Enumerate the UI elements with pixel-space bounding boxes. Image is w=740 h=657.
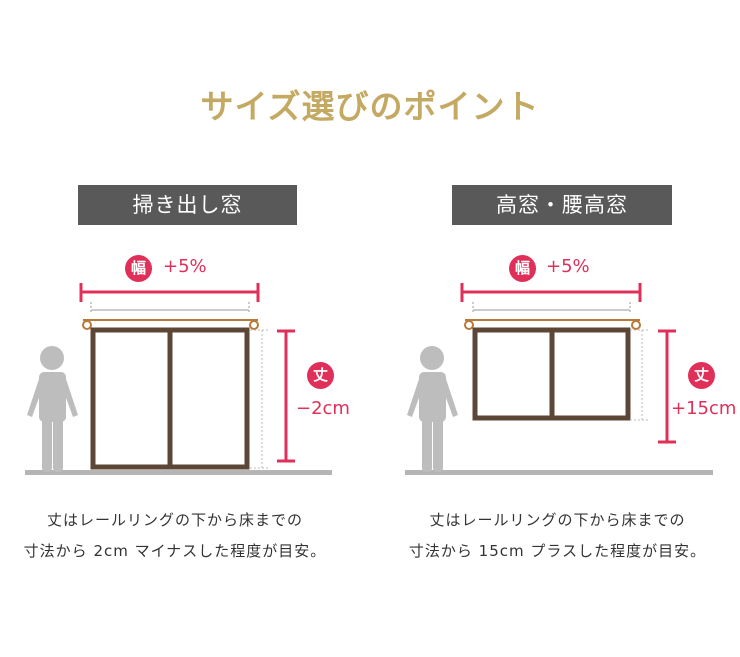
curtain-rail xyxy=(464,319,641,330)
height-badge: 丈 xyxy=(688,362,715,389)
width-arrow xyxy=(79,283,260,302)
width-value: +5% xyxy=(163,256,207,277)
window-frame xyxy=(90,327,250,470)
window-width-line xyxy=(472,302,631,314)
page-title: サイズ選びのポイント xyxy=(200,87,540,126)
width-value: +5% xyxy=(546,256,590,277)
height-badge: 丈 xyxy=(307,362,334,389)
caption-left: 丈はレールリングの下から床までの 寸法から 2cm マイナスした程度が目安。 xyxy=(0,505,350,567)
heading-floor-window: 掃き出し窓 xyxy=(78,185,297,225)
caption-line: 寸法から 15cm プラスした程度が目安。 xyxy=(408,542,707,560)
floor xyxy=(405,470,713,475)
curtain-rail xyxy=(82,319,259,330)
caption-line: 丈はレールリングの下から床までの xyxy=(46,511,303,529)
height-guide xyxy=(250,329,268,469)
heading-high-window: 高窓・腰高窓 xyxy=(452,185,672,225)
caption-line: 丈はレールリングの下から床までの xyxy=(429,511,686,529)
floor xyxy=(25,470,332,475)
window-width-line xyxy=(90,302,250,314)
caption-line: 寸法から 2cm マイナスした程度が目安。 xyxy=(23,542,327,560)
right-diagram xyxy=(405,283,713,475)
width-arrow xyxy=(460,283,642,302)
width-badge: 幅 xyxy=(509,255,536,282)
person-icon xyxy=(407,346,458,472)
height-arrow xyxy=(277,329,295,463)
height-guide xyxy=(630,329,648,421)
caption-right: 丈はレールリングの下から床までの 寸法から 15cm プラスした程度が目安。 xyxy=(380,505,735,567)
left-diagram xyxy=(25,283,332,475)
height-value: +15cm xyxy=(671,398,737,419)
person-icon xyxy=(27,346,78,472)
window-frame xyxy=(472,327,631,421)
height-value: −2cm xyxy=(296,398,350,419)
height-arrow xyxy=(658,329,676,444)
width-badge: 幅 xyxy=(125,255,152,282)
